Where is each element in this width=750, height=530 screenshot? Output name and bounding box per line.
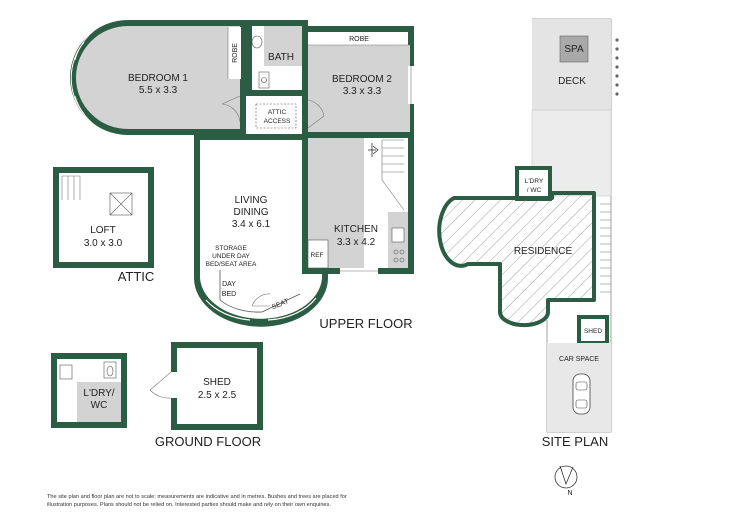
bathroom bbox=[246, 20, 308, 96]
bath-label: BATH bbox=[268, 52, 294, 63]
deck-label: DECK bbox=[558, 76, 586, 87]
bedroom-1 bbox=[70, 20, 246, 135]
loft-name: LOFT bbox=[90, 225, 116, 236]
site-plan bbox=[437, 18, 619, 489]
spa-box bbox=[559, 35, 589, 63]
ground-floor-title: GROUND FLOOR bbox=[155, 434, 261, 449]
living-dining bbox=[194, 134, 328, 327]
bedroom1-name: BEDROOM 1 bbox=[128, 73, 188, 84]
bedroom2-name: BEDROOM 2 bbox=[332, 74, 392, 85]
north-arrow-icon bbox=[554, 465, 578, 489]
site-laundry-label-2: / WC bbox=[527, 187, 542, 194]
site-plan-title: SITE PLAN bbox=[542, 434, 608, 449]
ground-laundry-label-2: WC bbox=[91, 400, 108, 411]
attic-plan bbox=[53, 167, 154, 268]
upper-floor-plan: BEDROOM 1 5.5 x 3.3 ROBE BATH ROBE BEDRO… bbox=[70, 20, 414, 331]
kitchen-dims: 3.3 x 4.2 bbox=[337, 237, 376, 248]
robe-top-label: ROBE bbox=[349, 36, 369, 43]
kitchen-name: KITCHEN bbox=[334, 224, 378, 235]
residence-shape bbox=[437, 191, 596, 328]
day-bed-label-2: BED bbox=[222, 291, 236, 298]
hallway bbox=[240, 90, 308, 140]
attic-access-label-2: ACCESS bbox=[264, 118, 291, 125]
storage-label-2: UNDER DAY bbox=[212, 253, 250, 260]
shed-dims: 2.5 x 2.5 bbox=[198, 390, 237, 401]
ref-label: REF bbox=[311, 252, 324, 259]
attic-title: ATTIC bbox=[118, 269, 155, 284]
residence-label: RESIDENCE bbox=[514, 246, 573, 257]
site-laundry-label-1: L'DRY bbox=[525, 178, 544, 185]
north-label: N bbox=[567, 490, 572, 497]
shed-name: SHED bbox=[203, 377, 231, 388]
bedroom1-dims: 5.5 x 3.3 bbox=[139, 85, 178, 96]
ground-floor-plan bbox=[51, 342, 263, 430]
disclaimer-text: The site plan and floor plan are not to … bbox=[47, 494, 347, 508]
upper-floor-title: UPPER FLOOR bbox=[319, 316, 412, 331]
storage-label-3: BED/SEAT AREA bbox=[206, 261, 257, 268]
ground-laundry-label-1: L'DRY/ bbox=[83, 388, 114, 399]
spa-label: SPA bbox=[564, 44, 584, 55]
kitchen bbox=[302, 132, 414, 274]
site-laundry-box bbox=[515, 166, 552, 201]
attic-access-label-1: ATTIC bbox=[268, 109, 287, 116]
living-dims: 3.4 x 6.1 bbox=[232, 219, 271, 230]
car-space-label: CAR SPACE bbox=[559, 356, 599, 363]
car-icon bbox=[572, 373, 591, 415]
day-bed-label-1: DAY bbox=[222, 281, 236, 288]
robe-side-label: ROBE bbox=[232, 43, 239, 63]
storage-label-1: STORAGE bbox=[215, 245, 247, 252]
site-shed-label: SHED bbox=[584, 328, 602, 335]
loft-dims: 3.0 x 3.0 bbox=[84, 238, 123, 249]
living-name-1: LIVING bbox=[235, 195, 268, 206]
deck-area bbox=[532, 19, 611, 110]
living-name-2: DINING bbox=[234, 207, 269, 218]
bedroom2-dims: 3.3 x 3.3 bbox=[343, 86, 382, 97]
